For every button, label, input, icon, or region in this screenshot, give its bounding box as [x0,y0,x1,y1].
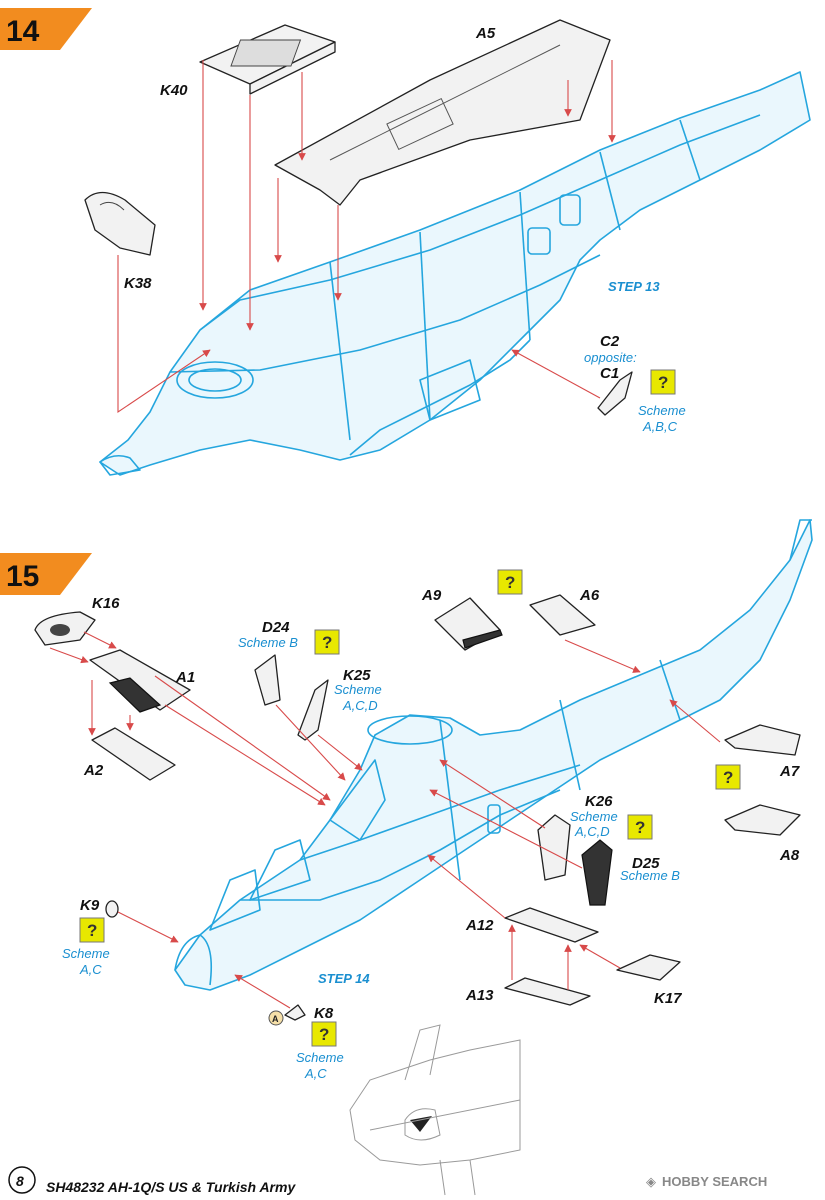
label-a7: A7 [779,763,800,780]
step-15-badge: 15 [0,553,92,595]
step-13-reference: STEP 13 [608,279,660,294]
label-a12: A12 [465,917,494,934]
part-a1 [89,649,191,713]
part-k38 [84,191,156,256]
label-k40: K40 [160,82,188,99]
scheme-d24: Scheme B [238,635,298,650]
watermark-text: HOBBY SEARCH [662,1174,767,1189]
step-15-number: 15 [6,560,39,593]
label-k8: K8 [314,1005,334,1022]
svg-text:?: ? [322,633,332,652]
svg-text:?: ? [635,818,645,837]
svg-text:◈: ◈ [646,1174,656,1189]
step-14-reference: STEP 14 [318,971,370,986]
scheme-k9-line2: A,C [79,962,102,977]
label-k26: K26 [585,793,613,810]
label-a6: A6 [579,587,600,604]
step-14-section: 14 [0,8,811,476]
kit-title: SH48232 AH-1Q/S US & Turkish Army [46,1179,296,1195]
scheme-k26-line2: A,C,D [574,824,610,839]
label-k38: K38 [124,275,152,292]
svg-text:A: A [272,1014,279,1024]
part-a5 [274,19,611,206]
label-k16: K16 [92,595,120,612]
step-14-number: 14 [6,15,40,48]
question-box-k26: ? [627,814,653,840]
watermark: ◈ HOBBY SEARCH [646,1174,767,1189]
part-a9 [434,597,503,651]
part-d24 [254,654,281,706]
scheme-k9-line1: Scheme [62,946,110,961]
label-a5: A5 [475,25,496,42]
part-a13 [504,977,591,1006]
question-box-a9: ? [497,569,523,595]
label-d24: D24 [262,619,290,636]
part-k16 [34,611,96,646]
part-k25 [297,679,329,741]
part-a8 [724,804,801,836]
question-box-k8: ? [311,1021,337,1047]
footer: 8 SH48232 AH-1Q/S US & Turkish Army ◈ HO… [8,1166,767,1195]
scheme-k25-line1: Scheme [334,682,382,697]
part-d25 [581,839,613,906]
part-a6 [529,594,596,636]
part-k17 [616,954,681,981]
label-a2: A2 [83,762,104,779]
scheme-k8-line1: Scheme [296,1050,344,1065]
label-d25: D25 [632,855,660,872]
question-box-a7: ? [715,764,741,790]
part-a7 [724,724,801,756]
scheme-d25: Scheme B [620,868,680,883]
part-k40 [199,24,336,95]
step-14-badge: 14 [0,8,92,50]
part-k26 [537,814,571,881]
svg-text:?: ? [87,921,97,940]
inset-reference-view [349,1024,521,1196]
svg-text:?: ? [505,573,515,592]
label-k25: K25 [343,667,371,684]
scheme-k26-line1: Scheme [570,809,618,824]
scheme-c1-line1: Scheme [638,403,686,418]
scheme-k8-line2: A,C [304,1066,327,1081]
part-a12 [504,907,599,943]
part-a2 [91,727,176,781]
svg-text:?: ? [658,373,668,392]
scheme-c1-line2: A,B,C [642,419,678,434]
question-box-k9: ? [79,917,105,943]
step-15-section: 15 [0,519,813,1196]
inset-badge-a: A [268,1010,284,1026]
label-k9: K9 [80,897,100,914]
step-15-arrows [49,631,721,1009]
part-k9 [105,900,119,918]
label-a9: A9 [421,587,442,604]
label-a1: A1 [175,669,195,686]
question-box-c1: ? [650,369,676,395]
label-c1: C1 [600,365,619,382]
question-box-d24: ? [314,629,340,655]
page-number: 8 [16,1173,24,1189]
label-k17: K17 [654,990,682,1007]
label-a8: A8 [779,847,800,864]
svg-text:?: ? [319,1025,329,1044]
part-k8 [284,1004,306,1021]
scheme-k25-line2: A,C,D [342,698,378,713]
part-c1 [597,371,633,416]
label-a13: A13 [465,987,494,1004]
label-opposite: opposite: [584,350,637,365]
step-14-fuselage-drawing [99,71,811,476]
step-14-arrows [117,60,616,414]
label-c2: C2 [600,333,620,350]
svg-text:?: ? [723,768,733,787]
